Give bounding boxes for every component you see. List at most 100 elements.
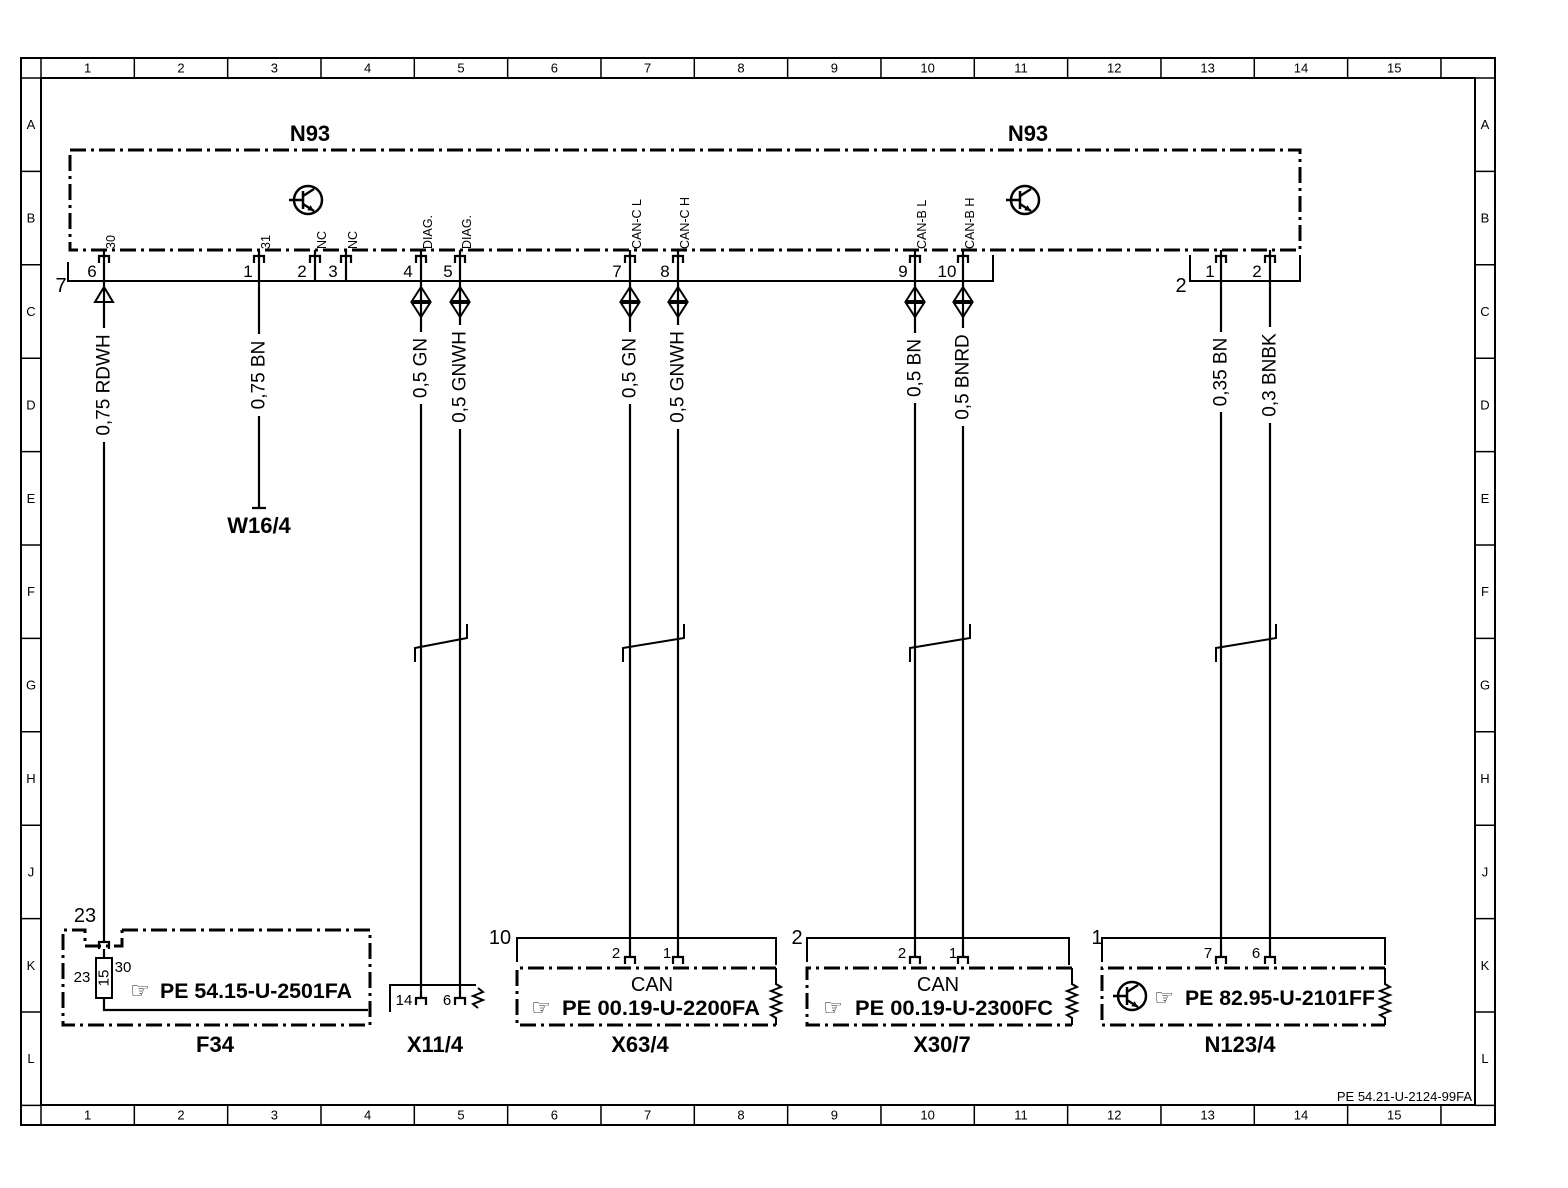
pointing-hand-icon: ☞ bbox=[1154, 986, 1174, 1011]
top-column-label: 7 bbox=[644, 61, 651, 76]
pin-number: 2 bbox=[1252, 262, 1261, 281]
top-column-label: 14 bbox=[1294, 61, 1308, 76]
right-row-label: C bbox=[1480, 304, 1489, 319]
component-x11-4: 14 6 X11/4 bbox=[389, 984, 486, 1057]
bottom-column-label: 13 bbox=[1200, 1108, 1214, 1123]
component-x30-7: 2 2 1 CAN ☞ PE 00.19-U-2300FC X30/7 bbox=[791, 927, 1080, 1057]
component-n123-4: 1 7 6 ☞ PE 82.95-U-2101FF N123/4 bbox=[1091, 927, 1393, 1057]
n93-pin-9: 9 CAN-B L bbox=[898, 200, 929, 281]
n93-pin-7: 7 CAN-C L bbox=[612, 199, 644, 281]
component-name: N123/4 bbox=[1205, 1032, 1277, 1057]
wire-aux-2: 0,3 BNBK bbox=[1260, 250, 1281, 957]
left-row-label: J bbox=[28, 864, 35, 879]
pin-number: 6 bbox=[87, 262, 96, 281]
pin-number: 14 bbox=[396, 992, 413, 1009]
twisted-pair-marker bbox=[1215, 624, 1277, 662]
n93-aux-pin-1: 1 bbox=[1205, 254, 1228, 281]
top-column-label: 1 bbox=[84, 61, 91, 76]
ground-point-label: W16/4 bbox=[227, 513, 291, 538]
sheet-reference: PE 54.21-U-2124-99FA bbox=[1337, 1089, 1472, 1104]
component-boundary bbox=[1100, 966, 1385, 1027]
break-mark bbox=[470, 987, 486, 1009]
top-column-label: 11 bbox=[1014, 61, 1028, 76]
wire-rdwh: 0,75 RDWH bbox=[93, 250, 115, 942]
wire-bn-w16: 0,75 BN W16/4 bbox=[227, 250, 292, 538]
outer-border bbox=[20, 57, 1496, 1126]
pin-number: 30 bbox=[115, 959, 132, 976]
right-row-label: J bbox=[1482, 864, 1489, 879]
top-column-label: 12 bbox=[1107, 61, 1121, 76]
n93-pin-3: 3 NC bbox=[328, 231, 360, 281]
component-name: X30/7 bbox=[913, 1032, 971, 1057]
pin-number: 7 bbox=[612, 262, 621, 281]
inner-border bbox=[40, 77, 1476, 1106]
left-row-label: G bbox=[26, 678, 36, 693]
wire-label: 0,5 BNRD bbox=[953, 334, 974, 420]
wire-label: 0,5 GNWH bbox=[668, 331, 689, 423]
bidirectional-arrow-icon bbox=[619, 285, 641, 319]
pin-number: 7 bbox=[1204, 945, 1212, 962]
wire-label: 0,75 RDWH bbox=[94, 334, 115, 435]
component-f34: 23 15 23 30 ☞ PE 54.15-U-2501FA F34 bbox=[61, 905, 372, 1057]
component-x63-4: 10 2 1 CAN ☞ PE 00.19-U-2200FA X63/4 bbox=[489, 927, 784, 1057]
n93-label-left: N93 bbox=[290, 121, 330, 146]
bottom-column-label: 9 bbox=[831, 1108, 838, 1123]
top-column-label: 5 bbox=[457, 61, 464, 76]
bottom-column-label: 7 bbox=[644, 1108, 651, 1123]
right-row-label: A bbox=[1481, 117, 1490, 132]
connector-number: 1 bbox=[1091, 927, 1102, 949]
bottom-column-label: 8 bbox=[737, 1108, 744, 1123]
n93-aux-connector-number: 2 bbox=[1175, 275, 1186, 297]
n93-aux-connector bbox=[1189, 255, 1301, 282]
wire-label: 0,5 GNWH bbox=[450, 331, 471, 423]
break-mark bbox=[768, 968, 784, 1025]
component-name: X11/4 bbox=[407, 1032, 464, 1057]
top-column-label: 13 bbox=[1200, 61, 1214, 76]
wire-label: 0,35 BN bbox=[1211, 338, 1232, 407]
pin-signal-label: NC bbox=[315, 231, 329, 249]
bottom-column-label: 14 bbox=[1294, 1108, 1308, 1123]
component-reference: PE 54.15-U-2501FA bbox=[160, 980, 352, 1003]
arrow-up-icon bbox=[93, 285, 115, 303]
bottom-column-label: 4 bbox=[364, 1108, 371, 1123]
n93-pin-10: 10 CAN-B H bbox=[938, 198, 977, 281]
pin-number: 6 bbox=[443, 992, 451, 1009]
bottom-column-label: 15 bbox=[1387, 1108, 1401, 1123]
top-column-label: 15 bbox=[1387, 61, 1401, 76]
twisted-pair-marker bbox=[414, 624, 468, 662]
bidirectional-arrow-icon bbox=[904, 285, 926, 319]
wire-canb-h: 0,5 BNRD bbox=[952, 250, 974, 957]
wire-label: 0,75 BN bbox=[249, 341, 270, 410]
n93-boundary bbox=[68, 148, 1302, 252]
right-row-label: L bbox=[1481, 1051, 1488, 1066]
n93-pin-1: 1 31 bbox=[243, 235, 273, 281]
left-row-label: F bbox=[27, 584, 35, 599]
pin-number: 1 bbox=[1205, 262, 1214, 281]
bidirectional-arrow-icon bbox=[449, 285, 471, 319]
n93-main-connector bbox=[67, 255, 994, 282]
pin-signal-label: CAN-C H bbox=[678, 197, 692, 249]
pin-number: 3 bbox=[328, 262, 337, 281]
wire-diag-gn: 0,5 GN bbox=[410, 250, 432, 998]
grid-labels: 1122334455667788991010111112121313141415… bbox=[26, 61, 1490, 1123]
pin-signal-label: CAN-C L bbox=[630, 199, 644, 249]
bottom-column-label: 1 bbox=[84, 1108, 91, 1123]
right-row-label: B bbox=[1481, 211, 1490, 226]
wire-canc-l: 0,5 GN bbox=[619, 250, 641, 957]
bottom-column-label: 6 bbox=[551, 1108, 558, 1123]
n93-pin-8: 8 CAN-C H bbox=[660, 197, 692, 281]
pin-number: 23 bbox=[74, 969, 91, 986]
bottom-column-label: 5 bbox=[457, 1108, 464, 1123]
bottom-column-label: 11 bbox=[1014, 1108, 1028, 1123]
left-row-label: B bbox=[27, 211, 36, 226]
component-reference: PE 00.19-U-2300FC bbox=[855, 997, 1053, 1020]
right-row-label: G bbox=[1480, 678, 1490, 693]
n93-aux-pin-2: 2 bbox=[1252, 254, 1277, 281]
wire-diag-gnwh: 0,5 GNWH bbox=[449, 250, 471, 998]
n93-pin-2: 2 NC bbox=[297, 231, 329, 281]
wire-aux-1: 0,35 BN bbox=[1211, 250, 1232, 957]
top-column-label: 9 bbox=[831, 61, 838, 76]
left-row-label: K bbox=[27, 958, 36, 973]
bidirectional-arrow-icon bbox=[952, 285, 974, 319]
pin-number: 5 bbox=[443, 262, 452, 281]
